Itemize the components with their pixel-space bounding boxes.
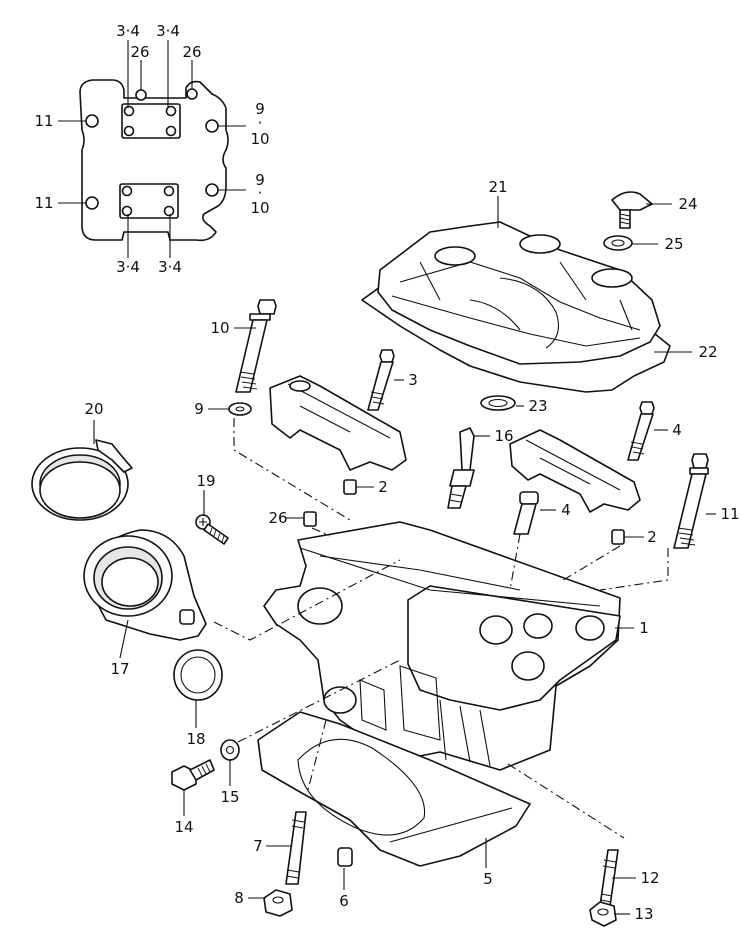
dowel-pin-right (611, 529, 625, 545)
callout-26: 26 (268, 509, 287, 527)
bolt-bottom (171, 759, 215, 791)
stud-left (285, 811, 307, 885)
callout-11: 11 (720, 505, 739, 523)
intake-pipe (83, 529, 207, 641)
nut-left (263, 889, 293, 917)
callout-2-center: 2 (378, 478, 388, 496)
head-bolt-right (627, 401, 655, 461)
cam-holder-right (509, 429, 641, 513)
callout-15: 15 (220, 788, 239, 806)
callout-12: 12 (640, 869, 659, 887)
cam-holder-left (269, 375, 407, 471)
spark-plug (447, 427, 475, 509)
inset-label-3-4-top-left: 3·4 (116, 22, 140, 40)
callout-3: 3 (408, 371, 418, 389)
inset-label-3-4-top-right: 3·4 (156, 22, 180, 40)
washer-bottom (220, 739, 240, 761)
inset-label-9-bottom: 9 (255, 171, 265, 189)
long-bolt-left (235, 299, 277, 393)
callout-22: 22 (698, 343, 717, 361)
head-bolt-center (513, 491, 539, 535)
callout-10: 10 (210, 319, 229, 337)
screw-19 (195, 514, 229, 545)
dowel-bottom (337, 847, 353, 867)
callout-4-center: 4 (561, 501, 571, 519)
callout-1: 1 (639, 619, 649, 637)
cover-bolt (611, 191, 653, 229)
callout-14: 14 (174, 818, 193, 836)
callout-18: 18 (186, 730, 205, 748)
head-gasket (257, 711, 531, 867)
callout-8: 8 (234, 889, 244, 907)
nut-right (589, 901, 617, 927)
assembly-lines (213, 418, 669, 839)
callout-16: 16 (494, 427, 513, 445)
callout-13: 13 (634, 905, 653, 923)
callout-4-right: 4 (672, 421, 682, 439)
inset-label-3-4-bottom-left: 3·4 (116, 258, 140, 276)
inset-label-dot-top: · (258, 114, 263, 132)
washer-9 (228, 402, 252, 416)
inset-label-11-top: 11 (34, 112, 53, 130)
inset-label-10-bottom: 10 (250, 199, 269, 217)
callout-5: 5 (483, 870, 493, 888)
inset-label-11-bottom: 11 (34, 194, 53, 212)
dowel-left (303, 511, 317, 527)
callout-25: 25 (664, 235, 683, 253)
long-bolt-right (673, 453, 709, 549)
plug-gasket (480, 395, 516, 411)
head-cover-assembly (361, 221, 671, 393)
inset-label-26-right: 26 (182, 43, 201, 61)
callout-2-right: 2 (647, 528, 657, 546)
callout-6: 6 (339, 892, 349, 910)
callout-17: 17 (110, 660, 129, 678)
head-bolt-short (367, 349, 395, 411)
inset-bolt-holes (85, 88, 219, 217)
cover-washer (603, 235, 633, 251)
inset-label-9-top: 9 (255, 100, 265, 118)
leader-lines (93, 196, 716, 915)
callout-21: 21 (488, 178, 507, 196)
hose-clamp (31, 439, 133, 521)
callout-9: 9 (194, 400, 204, 418)
cylinder-head (263, 521, 621, 771)
callout-7: 7 (253, 837, 263, 855)
callout-23: 23 (528, 397, 547, 415)
callout-labels: 1 2 2 3 4 4 5 6 7 8 9 10 11 12 13 14 15 … (84, 178, 739, 923)
callout-19: 19 (196, 472, 215, 490)
inset-label-3-4-bottom-right: 3·4 (158, 258, 182, 276)
dowel-pin-center (343, 479, 357, 495)
inset-label-dot-bottom: · (258, 184, 263, 202)
callout-20: 20 (84, 400, 103, 418)
callout-24: 24 (678, 195, 697, 213)
bolt-layout-inset: 3·4 3·4 26 26 11 11 9 · 10 9 · 10 3·4 3·… (34, 22, 269, 276)
inset-label-10-top: 10 (250, 130, 269, 148)
inset-label-26-left: 26 (130, 43, 149, 61)
